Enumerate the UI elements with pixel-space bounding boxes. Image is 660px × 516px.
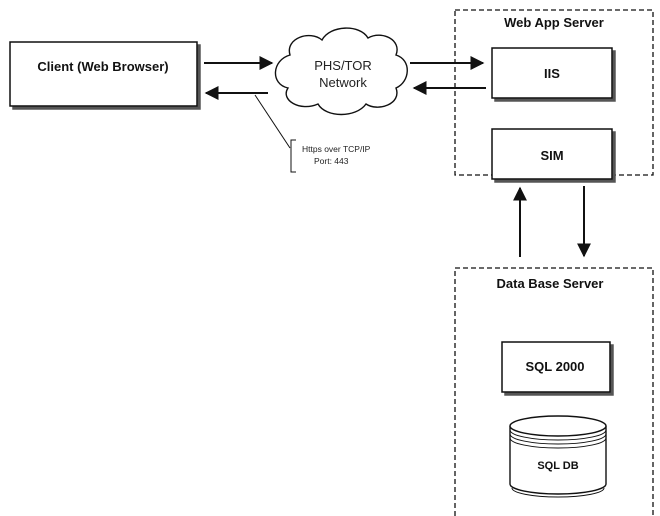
client-box: Client (Web Browser) [9,41,198,107]
network-label-line1: PHS/TOR [314,58,372,73]
sql-server-label: SQL 2000 [525,359,584,374]
database-server-title: Data Base Server [497,276,604,291]
sql-server-box [501,341,611,393]
client-label: Client (Web Browser) [37,59,168,74]
protocol-note-line1: Https over TCP/IP [302,144,371,154]
web-app-server-container: Web App Server IIS SIM [454,9,654,180]
iis-label: IIS [544,66,560,81]
sim-label: SIM [540,148,563,163]
web-app-server-title: Web App Server [504,15,604,30]
protocol-note-line2: Port: 443 [314,156,349,166]
sim-box [491,128,613,180]
iis-box [491,47,613,99]
database-label: SQL DB [537,460,578,472]
network-cloud: PHS/TOR Network [274,27,408,116]
database-cylinder-icon [509,415,607,498]
network-label-line2: Network [319,75,367,90]
database-server-container: Data Base Server SQL 2000 SQL DB [454,267,654,516]
protocol-callout: Https over TCP/IP Port: 443 [254,94,371,173]
